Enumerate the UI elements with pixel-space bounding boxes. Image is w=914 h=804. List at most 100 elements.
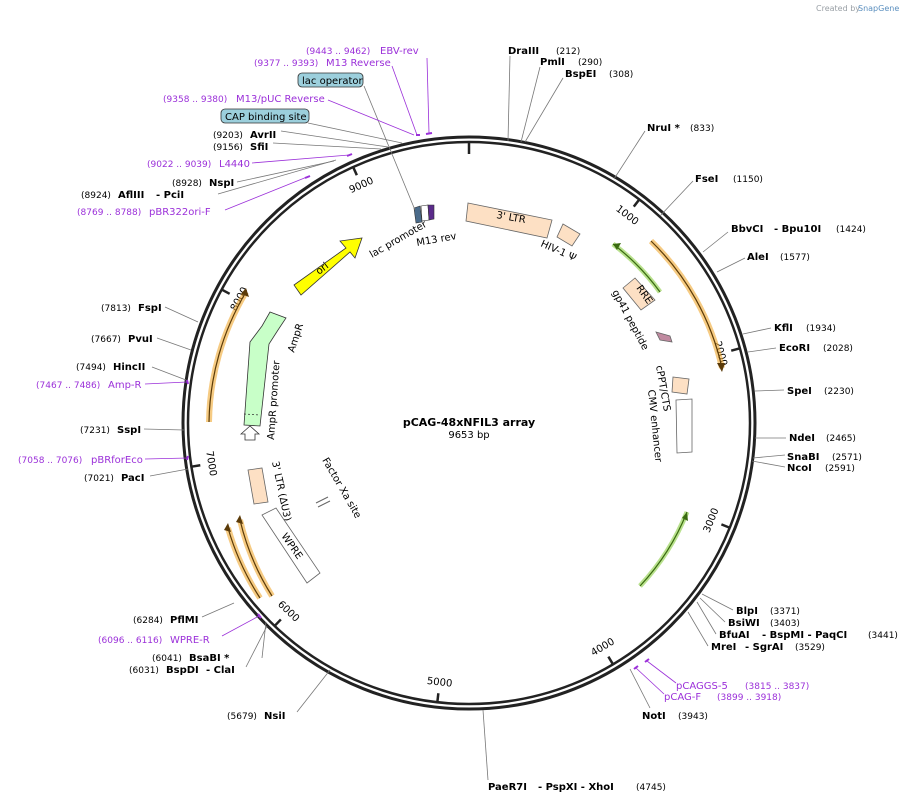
feature-badges: lac operator CAP binding site (220, 72, 416, 211)
site-paer7i[interactable]: PaeR7I (488, 782, 527, 793)
feature-m13-rev-box[interactable] (427, 204, 435, 221)
site-mrei-extra[interactable]: - SgrAI (745, 642, 783, 653)
site-bsiwi[interactable]: BsiWI (728, 618, 760, 629)
primer-ebv-rev[interactable]: EBV-rev (380, 46, 419, 57)
feature-factor-xa-1[interactable] (315, 496, 329, 504)
primer-pbr322ori-f[interactable]: pBR322ori-F (149, 207, 211, 218)
feature-cmv-enhancer[interactable] (675, 398, 693, 454)
site-bsabi[interactable]: BsaBI * (189, 653, 230, 664)
feature-wpre[interactable] (261, 507, 321, 584)
tick-label-3000: 3000 (702, 507, 722, 535)
site-spei[interactable]: SpeI (787, 386, 812, 397)
site-alei[interactable]: AleI (747, 252, 769, 263)
site-bbvci-pos: (1424) (836, 225, 866, 235)
badge-cap-binding-site[interactable] (220, 108, 310, 124)
leader-fsei (659, 180, 694, 217)
primer-m13-puc-reverse[interactable]: M13/pUC Reverse (236, 94, 325, 105)
site-hincii[interactable]: HincII (113, 362, 145, 373)
badge-lac-operator[interactable] (297, 72, 364, 88)
leader-pflmi (201, 602, 235, 618)
label-ampr-promoter: AmpR promoter (266, 359, 283, 440)
site-avrii-pos: (9203) (213, 131, 243, 141)
leader-pvui (156, 337, 192, 351)
site-ndei[interactable]: NdeI (789, 433, 815, 444)
label-ampr: AmpR (286, 322, 306, 354)
site-pmli[interactable]: PmlI (540, 57, 565, 68)
site-bspei[interactable]: BspEI (565, 69, 596, 80)
feature-gp41-peptide[interactable] (655, 331, 673, 343)
feature-ampr[interactable] (243, 311, 287, 427)
leader-pbrforeco (144, 457, 189, 460)
site-fsei[interactable]: FseI (695, 174, 718, 185)
leader-l4440 (251, 154, 350, 164)
leader-amp-r (144, 381, 188, 385)
feature-ampr-promoter[interactable] (239, 425, 261, 441)
leader-snabi (752, 454, 786, 459)
primer-amp-r[interactable]: Amp-R (108, 380, 142, 391)
primer-pbrforeco-pos: (7058 .. 7076) (18, 456, 82, 466)
feature-lac-promoter-box[interactable] (420, 204, 430, 222)
arc-green-lower[interactable] (638, 511, 690, 588)
primer-l4440[interactable]: L4440 (219, 159, 250, 170)
site-mrei[interactable]: MreI (711, 642, 736, 653)
site-sspi[interactable]: SspI (117, 425, 141, 436)
tick-label-9000: 9000 (348, 175, 376, 196)
arc-orange-lowerleft-2-line (227, 527, 261, 599)
site-sfii[interactable]: SfiI (250, 142, 268, 153)
arc-orange-left[interactable] (206, 290, 249, 423)
feature-cppt-cts[interactable] (671, 376, 690, 395)
leader-bsiwi (699, 597, 726, 623)
feature-hiv1-psi[interactable] (556, 223, 581, 247)
site-nspi[interactable]: NspI (209, 178, 234, 189)
arc-orange-lowerleft-2-head (224, 523, 231, 532)
site-pvui[interactable]: PvuI (128, 334, 153, 345)
feature-3-ltr[interactable] (465, 202, 553, 239)
site-afliii[interactable]: AflIII (118, 190, 144, 201)
arc-orange-lowerleft-1-line (239, 519, 273, 597)
site-blpi[interactable]: BlpI (736, 606, 758, 617)
site-bbvci[interactable]: BbvCI (731, 224, 763, 235)
site-draiii[interactable]: DraIII (508, 46, 539, 57)
site-fspi[interactable]: FspI (138, 303, 162, 314)
feature-rre[interactable] (622, 277, 656, 311)
feature-ori[interactable] (293, 237, 363, 296)
primer-m13-puc-reverse-pos: (9358 .. 9380) (163, 95, 227, 105)
site-bspdi-extra[interactable]: - ClaI (206, 665, 235, 676)
site-bfuai-extra[interactable]: - BspMI - PaqCI (762, 630, 847, 641)
primer-pcaggs-5[interactable]: pCAGGS-5 (676, 681, 728, 692)
primer-pcag-f[interactable]: pCAG-F (664, 692, 701, 703)
plasmid-name: pCAG-48xNFIL3 array (403, 416, 535, 429)
leader-bspei (524, 77, 564, 143)
site-kfli[interactable]: KflI (774, 323, 793, 334)
site-paer7i-extra[interactable]: - PspXI - XhoI (538, 782, 614, 793)
site-afliii-extra[interactable]: - PciI (156, 190, 184, 201)
watermark-prefix: Created by (816, 4, 860, 13)
arc-green-upper-head (613, 243, 621, 250)
site-ncoi-pos: (2591) (825, 464, 855, 474)
site-bbvci-extra[interactable]: - Bpu10I (774, 224, 821, 235)
site-ncoi[interactable]: NcoI (787, 463, 812, 474)
site-pflmi[interactable]: PflMI (170, 615, 198, 626)
primer-pbrforeco[interactable]: pBRforEco (91, 455, 143, 466)
site-paci[interactable]: PacI (121, 473, 144, 484)
feature-3-ltr-du3[interactable] (247, 467, 269, 505)
leader-spei (754, 389, 785, 392)
feature-cap-site-box[interactable] (413, 205, 423, 224)
tick-mark-5000 (436, 693, 440, 703)
site-avrii[interactable]: AvrII (250, 130, 276, 141)
primer-wpre-r[interactable]: WPRE-R (170, 635, 210, 646)
primer-amp-r-pos: (7467 .. 7486) (36, 381, 100, 391)
site-noti[interactable]: NotI (642, 711, 666, 722)
site-bspdi[interactable]: BspDI (166, 665, 199, 676)
site-nsii[interactable]: NsiI (264, 711, 285, 722)
site-nrui[interactable]: NruI * (647, 123, 681, 134)
site-ecori[interactable]: EcoRI (779, 343, 810, 354)
site-bfuai[interactable]: BfuAI (719, 630, 750, 641)
primer-m13-reverse[interactable]: M13 Reverse (326, 58, 391, 69)
leader-cap-binding-site (307, 122, 403, 144)
site-snabi[interactable]: SnaBI (787, 452, 819, 463)
arc-orange-lowerleft-1[interactable] (237, 519, 275, 598)
primer-pcag-f-pos: (3899 .. 3918) (717, 693, 781, 703)
arc-orange-right[interactable] (648, 238, 725, 369)
